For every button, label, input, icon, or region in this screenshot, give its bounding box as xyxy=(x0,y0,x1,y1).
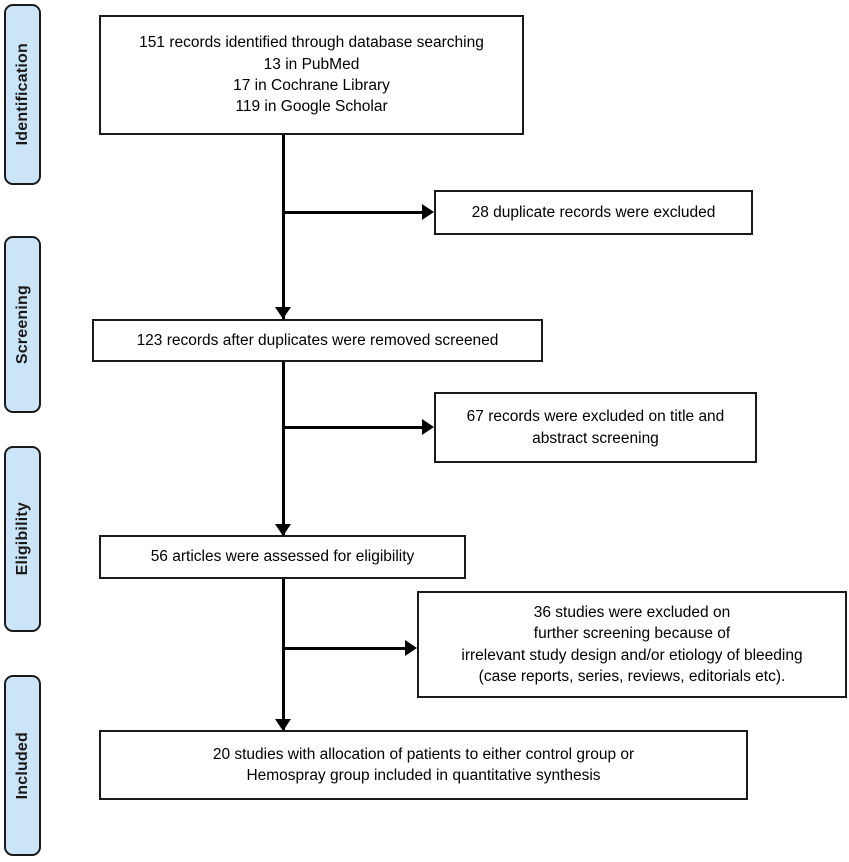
stage-screening: Screening xyxy=(4,236,41,413)
node-duplicates-excluded-text: 28 duplicate records were excluded xyxy=(471,203,716,221)
arrowhead-branch-duplicates xyxy=(422,204,434,220)
node-included-in-synthesis-text: 20 studies with allocation of patients t… xyxy=(212,745,635,784)
node-further-excluded-text: 36 studies were excluded on further scre… xyxy=(461,603,803,685)
stage-included: Included xyxy=(4,675,41,856)
node-title-abstract-excluded-text: 67 records were excluded on title and ab… xyxy=(466,408,725,447)
stage-eligibility-label: Eligibility xyxy=(13,502,31,576)
stage-included-label: Included xyxy=(13,731,31,800)
connector-branch-further-excluded xyxy=(282,647,407,650)
connector-identified-to-screened xyxy=(282,135,285,321)
node-further-excluded: 36 studies were excluded on further scre… xyxy=(417,591,847,698)
arrowhead-branch-title-abstract xyxy=(422,419,434,435)
arrowhead-branch-further-excluded xyxy=(405,640,417,656)
connector-eligibility-to-included xyxy=(282,579,285,733)
node-after-duplicates-screened-text: 123 records after duplicates were remove… xyxy=(136,331,499,349)
arrowhead-identified-to-screened xyxy=(275,307,291,319)
connector-branch-title-abstract xyxy=(282,426,424,429)
node-duplicates-excluded: 28 duplicate records were excluded xyxy=(434,190,753,235)
arrowhead-eligibility-to-included xyxy=(275,719,291,731)
node-records-identified-text: 151 records identified through database … xyxy=(139,34,484,116)
node-assessed-for-eligibility: 56 articles were assessed for eligibilit… xyxy=(99,535,466,579)
node-title-abstract-excluded: 67 records were excluded on title and ab… xyxy=(434,392,757,463)
arrowhead-screened-to-eligibility xyxy=(275,524,291,536)
node-after-duplicates-screened: 123 records after duplicates were remove… xyxy=(92,319,543,362)
stage-identification: Identification xyxy=(4,4,41,185)
connector-branch-duplicates xyxy=(282,211,424,214)
node-records-identified: 151 records identified through database … xyxy=(99,15,524,135)
node-assessed-for-eligibility-text: 56 articles were assessed for eligibilit… xyxy=(150,548,415,566)
node-included-in-synthesis: 20 studies with allocation of patients t… xyxy=(99,730,748,800)
connector-screened-to-eligibility xyxy=(282,362,285,538)
stage-screening-label: Screening xyxy=(13,284,31,365)
stage-identification-label: Identification xyxy=(13,43,31,146)
stage-eligibility: Eligibility xyxy=(4,446,41,632)
